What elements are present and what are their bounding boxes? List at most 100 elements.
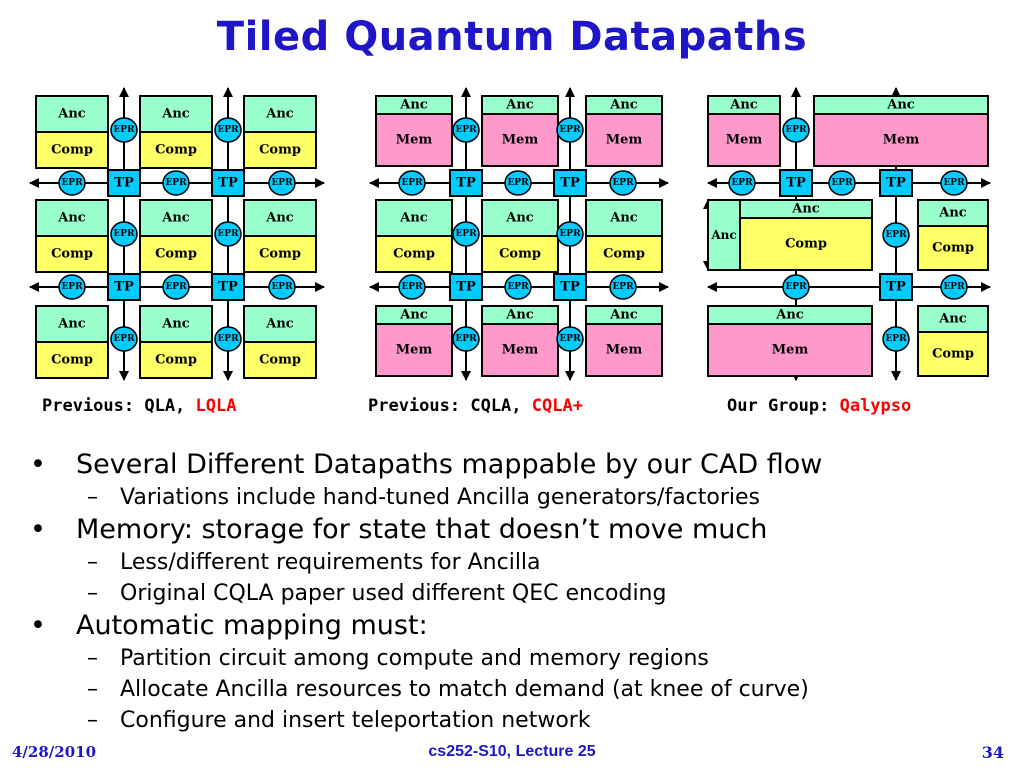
mem-block [585, 113, 663, 167]
epr-node [728, 170, 756, 196]
epr-node [162, 170, 190, 196]
teleport-node [779, 169, 813, 197]
epr-label: EPR [113, 125, 135, 135]
comp-block [917, 225, 989, 271]
epr-label: EPR [455, 125, 477, 135]
comp-label: Comp [259, 353, 301, 368]
epr-label: EPR [885, 334, 907, 344]
epr-node [268, 274, 296, 300]
epr-label: EPR [455, 229, 477, 239]
epr-node [214, 221, 242, 247]
tp-label: TP [886, 176, 906, 191]
anc-label: Anc [265, 317, 294, 332]
epr-label: EPR [507, 282, 529, 292]
epr-node [110, 221, 138, 247]
teleport-node [449, 169, 483, 197]
anc-label: Anc [609, 98, 638, 113]
tp-label: TP [456, 280, 476, 295]
epr-label: EPR [61, 282, 83, 292]
comp-label: Comp [932, 241, 974, 256]
sub-bullet-item: –Partition circuit among compute and mem… [87, 646, 709, 671]
anc-label: Anc [161, 317, 190, 332]
epr-node [782, 274, 810, 300]
bullet-item: •Memory: storage for state that doesn’t … [30, 514, 768, 545]
epr-node [110, 117, 138, 143]
comp-block [139, 235, 213, 273]
comp-block [35, 131, 109, 169]
comp-block [243, 341, 317, 379]
anc-block [585, 199, 663, 237]
teleport-node [553, 169, 587, 197]
epr-label: EPR [785, 125, 807, 135]
comp-label: Comp [603, 247, 645, 262]
epr-node [504, 170, 532, 196]
epr-label: EPR [61, 178, 83, 188]
tp-label: TP [786, 176, 806, 191]
anc-block [139, 199, 213, 237]
epr-label: EPR [831, 178, 853, 188]
footer-page-number: 34 [981, 743, 1004, 762]
epr-label: EPR [785, 282, 807, 292]
tp-label: TP [560, 176, 580, 191]
epr-node [452, 326, 480, 352]
comp-label: Comp [785, 237, 827, 252]
bullet-item: •Several Different Datapaths mappable by… [30, 449, 823, 480]
anc-label: Anc [938, 206, 967, 221]
mem-block [481, 323, 559, 377]
mem-label: Mem [606, 343, 643, 358]
comp-block [35, 235, 109, 273]
epr-node [940, 274, 968, 300]
anc-label: Anc [505, 98, 534, 113]
anc-block [35, 199, 109, 237]
mem-block [707, 113, 781, 167]
epr-node [452, 117, 480, 143]
epr-node [609, 274, 637, 300]
anc-label: Anc [505, 308, 534, 323]
mem-block [585, 323, 663, 377]
anc-label: Anc [57, 317, 86, 332]
epr-node [110, 326, 138, 352]
epr-label: EPR [165, 282, 187, 292]
epr-label: EPR [885, 230, 907, 240]
epr-node [452, 221, 480, 247]
comp-label: Comp [932, 347, 974, 362]
epr-label: EPR [113, 334, 135, 344]
anc-label: Anc [791, 202, 820, 217]
anc-block [917, 199, 989, 227]
mem-block [813, 113, 989, 167]
teleport-node [107, 169, 141, 197]
mem-label: Mem [726, 133, 763, 148]
teleport-node [553, 273, 587, 301]
mem-label: Mem [396, 133, 433, 148]
sub-bullet-item: –Original CQLA paper used different QEC … [87, 581, 667, 606]
caption-cqla: Previous: CQLA, CQLA+ [368, 396, 583, 416]
tp-label: TP [114, 176, 134, 191]
comp-block [739, 217, 873, 271]
mem-label: Mem [396, 343, 433, 358]
epr-node [882, 326, 910, 352]
anc-label: Anc [505, 211, 534, 226]
epr-node [782, 117, 810, 143]
epr-node [214, 117, 242, 143]
comp-block [243, 235, 317, 273]
epr-node [556, 326, 584, 352]
anc-label: Anc [57, 107, 86, 122]
epr-node [882, 222, 910, 248]
anc-label: Anc [938, 312, 967, 327]
comp-label: Comp [155, 247, 197, 262]
epr-label: EPR [559, 334, 581, 344]
mem-label: Mem [772, 343, 809, 358]
anc-label: Anc [57, 211, 86, 226]
anc-label: Anc [710, 228, 736, 242]
epr-label: EPR [271, 282, 293, 292]
comp-label: Comp [499, 247, 541, 262]
tiled-datapath-diagrams: AncCompAncCompAncCompAncCompAncCompAncCo… [29, 87, 991, 381]
anc-block [243, 199, 317, 237]
epr-node [398, 170, 426, 196]
epr-node [504, 274, 532, 300]
anc-label: Anc [399, 308, 428, 323]
epr-node [556, 221, 584, 247]
epr-node [398, 274, 426, 300]
anc-label: Anc [886, 98, 915, 113]
anc-block [139, 305, 213, 343]
